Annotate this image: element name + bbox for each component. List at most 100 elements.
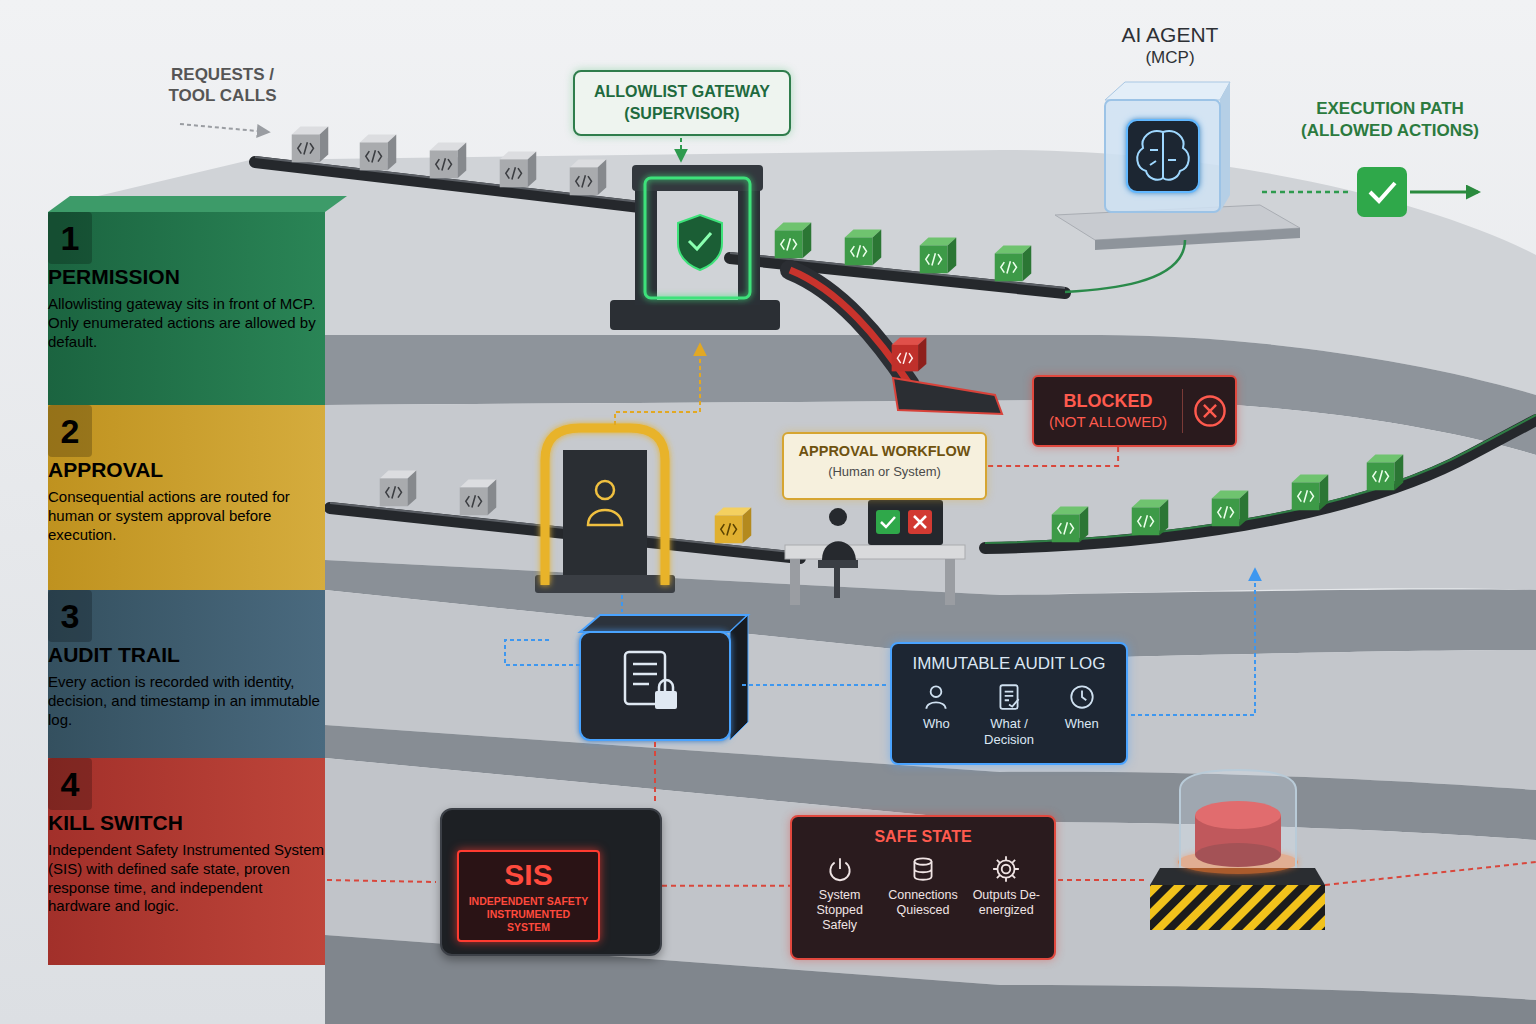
step-title: KILL SWITCH (48, 810, 325, 835)
step-panel: 1PERMISSIONAllowlisting gateway sits in … (48, 212, 325, 405)
kill-button (1150, 885, 1325, 930)
callout-column: BLOCKED(NOT ALLOWED) (1042, 390, 1174, 431)
approval-callout: APPROVAL WORKFLOW(Human or System) (782, 432, 987, 500)
grey-request-cube (570, 160, 607, 196)
audit-recorder (655, 691, 677, 709)
icon-row: System Stopped SafelyConnections Quiesce… (798, 854, 1048, 933)
icon-item: What / Decision (973, 682, 1046, 747)
agent-cube (1137, 131, 1188, 180)
dashed-connector (987, 447, 1118, 466)
panel-column: APPROVALConsequential actions are routed… (48, 457, 325, 544)
approval-gate (596, 481, 614, 499)
icon-item: System Stopped Safely (798, 854, 881, 933)
audit-leader (742, 684, 886, 686)
panel-column: KILL SWITCHIndependent Safety Instrument… (48, 810, 325, 916)
agent-node: AI AGENT(MCP) (1075, 22, 1265, 68)
execution-path (1370, 183, 1395, 201)
dashed-connector (662, 885, 790, 887)
box-heading: AI AGENT (1075, 22, 1265, 47)
request-arrow (180, 124, 268, 132)
execution-path (1262, 167, 1478, 217)
label-holder: REQUESTS / TOOL CALLS (160, 64, 285, 107)
box-heading: APPROVAL WORKFLOW (790, 442, 979, 461)
icon-label: System Stopped Safely (801, 888, 878, 933)
allowed-action-cube (995, 246, 1032, 282)
label-holder: EXECUTION PATH (ALLOWED ACTIONS) (1285, 98, 1495, 142)
reject-chute (893, 378, 1002, 414)
allowed-action-cube (1212, 491, 1249, 527)
flow-label: EXECUTION PATH (ALLOWED ACTIONS) (1285, 98, 1495, 142)
audit-log-box: IMMUTABLE AUDIT LOG Who What / DecisionWhe… (890, 642, 1128, 765)
agent-cube (1065, 240, 1185, 292)
allowed-action-cube (1367, 455, 1404, 491)
sis-box: SIS INDEPENDENT SAFETY INSTRUMENTED SYSTE… (440, 808, 662, 956)
item-icon (921, 682, 951, 712)
icon-label: Outputs De-energized (968, 888, 1045, 918)
agent-cube (1220, 82, 1230, 212)
platform-slab (48, 150, 1536, 1024)
kill-button (1180, 770, 1296, 868)
approval-desk (834, 568, 840, 598)
box-subtitle: INDEPENDENT SAFETY INSTRUMENTED SYSTEM (465, 895, 592, 934)
approval-gate (563, 450, 647, 575)
platform-slab (325, 400, 1536, 595)
item-icon (825, 854, 855, 884)
kill-leader (327, 880, 436, 882)
audit-recorder (580, 632, 730, 740)
pending-action-cube (715, 508, 752, 544)
grey-request-cube (360, 135, 397, 171)
step-title: APPROVAL (48, 457, 325, 482)
step-description: Every action is recorded with identity, … (48, 673, 325, 729)
item-icon (908, 854, 938, 884)
allowed-action-cube (1132, 500, 1169, 536)
agent-cube (1105, 100, 1220, 212)
icon-item: Who (900, 682, 973, 747)
grey-request-cube (430, 143, 467, 179)
item-icon (994, 682, 1024, 712)
step-title: AUDIT TRAIL (48, 642, 325, 667)
approval-gate (545, 428, 665, 585)
step-number: 3 (48, 590, 92, 642)
box-heading: SIS (465, 858, 592, 891)
icon-label: When (1065, 716, 1099, 732)
sis-frame: SIS INDEPENDENT SAFETY INSTRUMENTED SYSTE… (457, 850, 600, 942)
approval-leader (615, 345, 700, 425)
item-icon (991, 854, 1021, 884)
audit-leader (505, 640, 580, 665)
icon-holder (1182, 389, 1227, 433)
approval-desk (829, 508, 847, 526)
allowed-action-cube (1292, 475, 1329, 511)
item-icon (1067, 682, 1097, 712)
allowlist-gate (689, 233, 711, 249)
approval-desk (908, 510, 932, 534)
grey-request-cube (460, 480, 497, 516)
pending-action-cube (715, 508, 752, 544)
agent-cube (1127, 120, 1199, 192)
gateway-leader (681, 138, 682, 160)
flow-label: REQUESTS / TOOL CALLS (160, 64, 285, 107)
icon-label: Connections Quiesced (884, 888, 961, 918)
icon-row: Who What / DecisionWhen (900, 682, 1118, 747)
box-subtitle: (NOT ALLOWED) (1042, 413, 1174, 432)
box-heading: BLOCKED (1042, 390, 1174, 413)
kill-leader (1058, 879, 1148, 881)
approval-leader (615, 345, 700, 425)
reject-chute (790, 270, 1002, 414)
panel-column: AUDIT TRAIL Every action is recorded with… (48, 642, 325, 729)
audit-recorder (633, 664, 657, 684)
box-heading: IMMUTABLE AUDIT LOG (900, 654, 1118, 674)
blocked-icon (1193, 394, 1227, 428)
gateway-leader (680, 138, 682, 160)
allowed-action-cube (775, 223, 1404, 543)
icon-label: Who (923, 716, 950, 732)
allowed-action-cube (920, 238, 957, 274)
approval-desk (914, 516, 926, 528)
kill-leader (654, 742, 656, 804)
execution-path (1262, 191, 1352, 194)
approval-gate (588, 510, 622, 525)
box-heading: SAFE STATE (798, 827, 1048, 846)
step-panel: 3AUDIT TRAIL Every action is recorded wit… (48, 590, 325, 758)
agent-cube (1095, 228, 1300, 250)
approval-gate (535, 575, 675, 593)
